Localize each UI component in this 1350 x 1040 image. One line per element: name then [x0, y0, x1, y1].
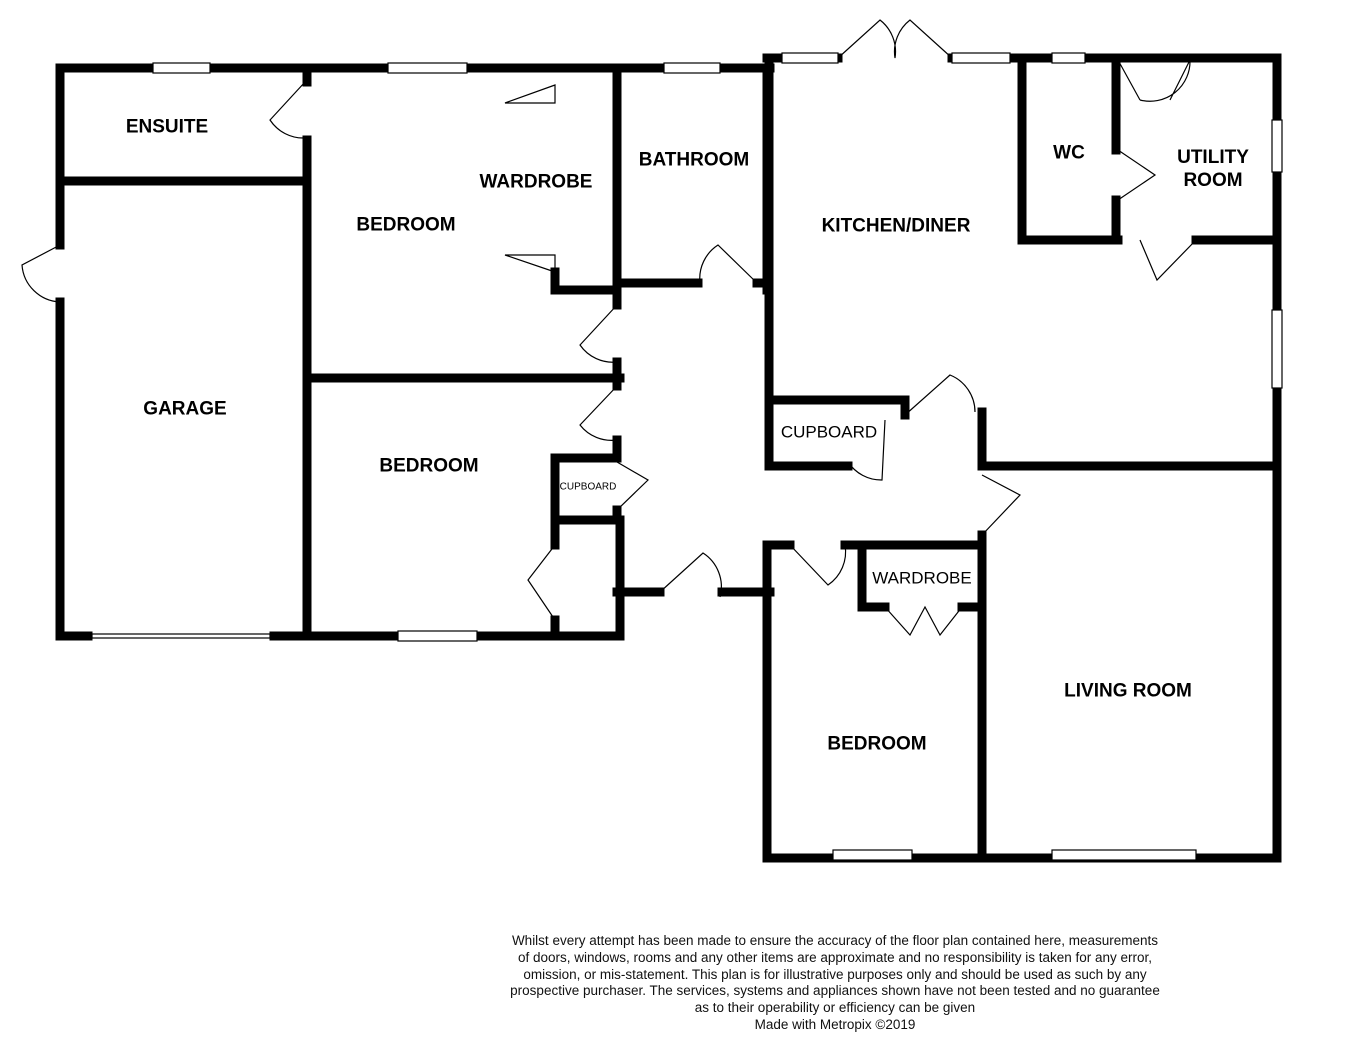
- disclaimer-line: omission, or mis-statement. This plan is…: [523, 966, 1147, 982]
- disclaimer-line: Whilst every attempt has been made to en…: [511, 933, 1159, 948]
- disclaimer: Whilst every attempt has been made to en…: [470, 933, 1200, 1034]
- disclaimer-line: prospective purchaser. The services, sys…: [510, 983, 1160, 999]
- room-label-cupboard-kitchen: CUPBOARD: [780, 422, 878, 442]
- room-label-living-room: LIVING ROOM: [1064, 680, 1192, 702]
- room-label-wardrobe-bed3: WARDROBE: [872, 568, 972, 588]
- walls: [55, 53, 1282, 863]
- room-label-wc: WC: [1053, 142, 1085, 164]
- room-label-bedroom-3: BEDROOM: [827, 733, 927, 755]
- room-label-bedroom-2: BEDROOM: [379, 455, 479, 477]
- doors: [21, 19, 1197, 637]
- disclaimer-line: as to their operability or efficiency ca…: [694, 1000, 976, 1016]
- room-label-garage: GARAGE: [143, 398, 227, 420]
- room-label-wardrobe: WARDROBE: [479, 171, 593, 193]
- room-label-utility-room: UTILITY ROOM: [1177, 147, 1249, 191]
- disclaimer-line: of doors, windows, rooms and any other i…: [517, 949, 1153, 965]
- windows: [91, 52, 1283, 861]
- room-label-ensuite: ENSUITE: [125, 116, 209, 138]
- room-label-main-bedroom: BEDROOM: [356, 214, 456, 236]
- room-label-bathroom: BATHROOM: [638, 149, 750, 171]
- room-label-cupboard-small: CUPBOARD: [559, 481, 617, 493]
- room-label-kitchen-diner: KITCHEN/DINER: [821, 215, 971, 237]
- credit: Made with Metropix ©2019: [754, 1016, 916, 1032]
